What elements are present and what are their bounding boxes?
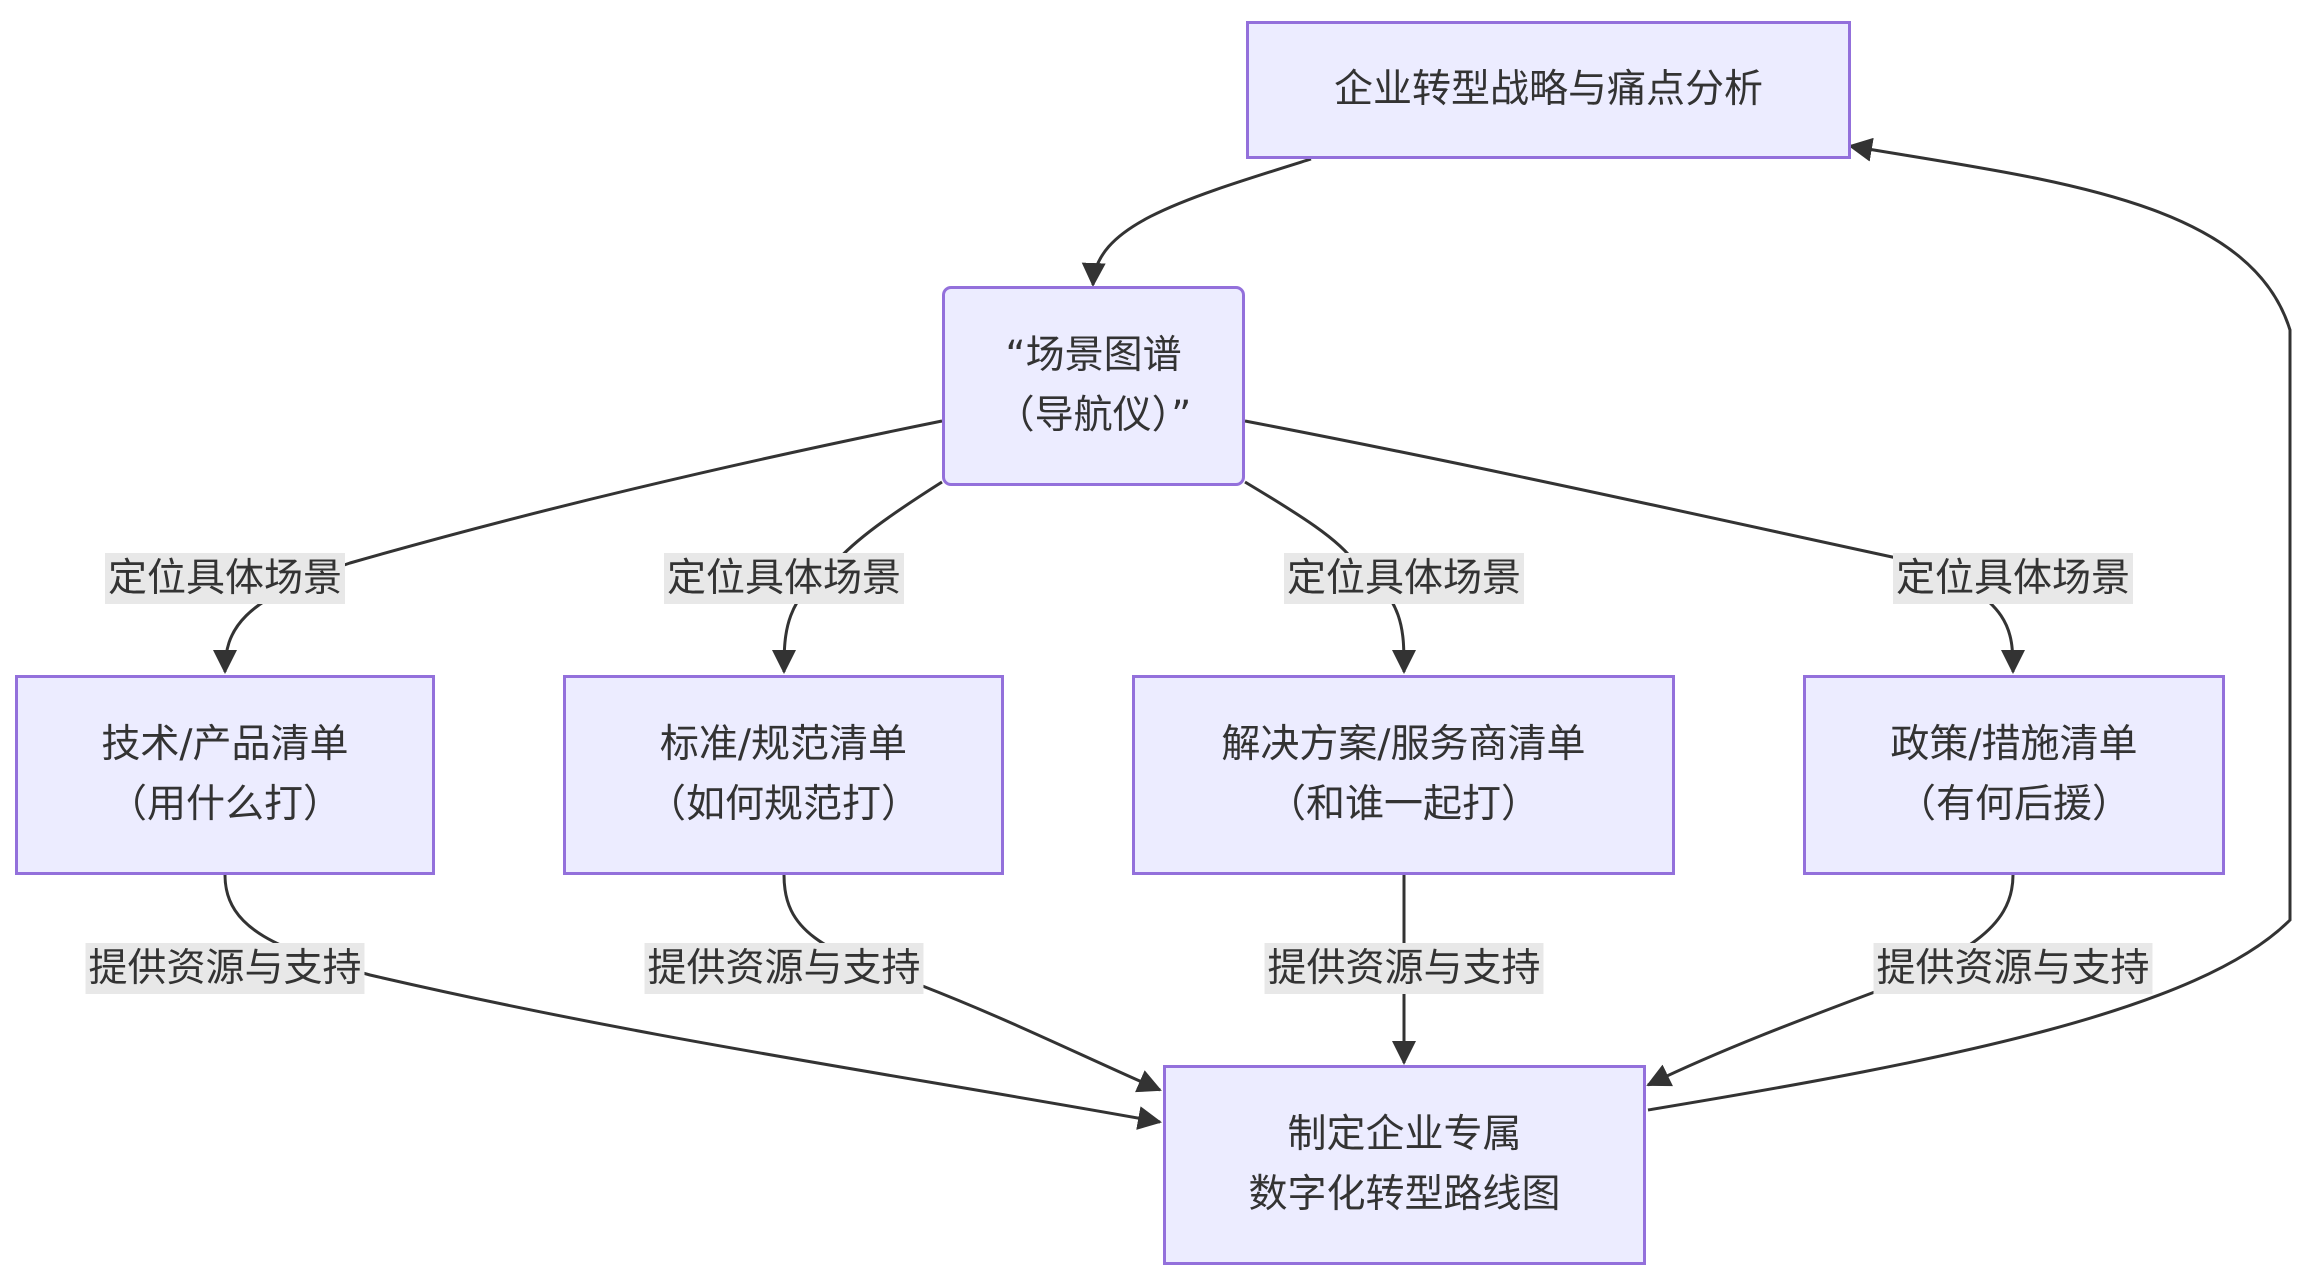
node-tech-list-line-1: 技术/产品清单 (101, 722, 349, 767)
node-policy-list-line-2: （有何后援） (1896, 782, 2131, 827)
edge-label-support-solution: 提供资源与支持 (1264, 943, 1544, 994)
node-roadmap-line-2: 数字化转型路线图 (1248, 1172, 1561, 1217)
node-tech-list[interactable]: 技术/产品清单 （用什么打） (15, 675, 435, 875)
edge-label-locate-solution: 定位具体场景 (1283, 553, 1525, 604)
edge-label-locate-tech: 定位具体场景 (104, 553, 346, 604)
edge-roadmap-to-strategy (1647, 137, 2292, 1112)
node-tech-list-line-2: （用什么打） (107, 782, 342, 827)
node-standard-list-line-2: （如何规范打） (646, 782, 920, 827)
edge-label-support-standard: 提供资源与支持 (644, 943, 924, 994)
node-scene-map-line-2: （导航仪）” (995, 393, 1192, 438)
node-policy-list[interactable]: 政策/措施清单 （有何后援） (1803, 675, 2225, 875)
node-roadmap[interactable]: 制定企业专属 数字化转型路线图 (1163, 1065, 1646, 1265)
edge-label-support-tech: 提供资源与支持 (85, 943, 365, 994)
edge-label-support-policy: 提供资源与支持 (1873, 943, 2153, 994)
edge-label-locate-standard: 定位具体场景 (663, 553, 905, 604)
node-strategy-analysis[interactable]: 企业转型战略与痛点分析 (1246, 21, 1851, 159)
node-scene-map[interactable]: “场景图谱 （导航仪）” (942, 286, 1245, 486)
edge-scene-map-to-policy-list (1244, 419, 2025, 674)
node-solution-list[interactable]: 解决方案/服务商清单 （和谁一起打） (1132, 675, 1675, 875)
node-policy-list-line-1: 政策/措施清单 (1890, 722, 2138, 767)
edge-strategy-to-scene-map (1081, 157, 1312, 287)
node-standard-list[interactable]: 标准/规范清单 （如何规范打） (563, 675, 1004, 875)
node-solution-list-line-2: （和谁一起打） (1266, 782, 1540, 827)
node-scene-map-line-1: “场景图谱 (1005, 333, 1182, 378)
node-roadmap-line-1: 制定企业专属 (1287, 1112, 1522, 1157)
node-standard-list-line-1: 标准/规范清单 (659, 722, 908, 767)
edge-label-locate-policy: 定位具体场景 (1892, 553, 2134, 604)
node-strategy-line-1: 企业转型战略与痛点分析 (1333, 67, 1763, 112)
node-solution-list-line-1: 解决方案/服务商清单 (1221, 722, 1586, 767)
edge-scene-map-to-tech-list (213, 419, 943, 674)
edge-tech-list-to-roadmap (223, 874, 1162, 1130)
